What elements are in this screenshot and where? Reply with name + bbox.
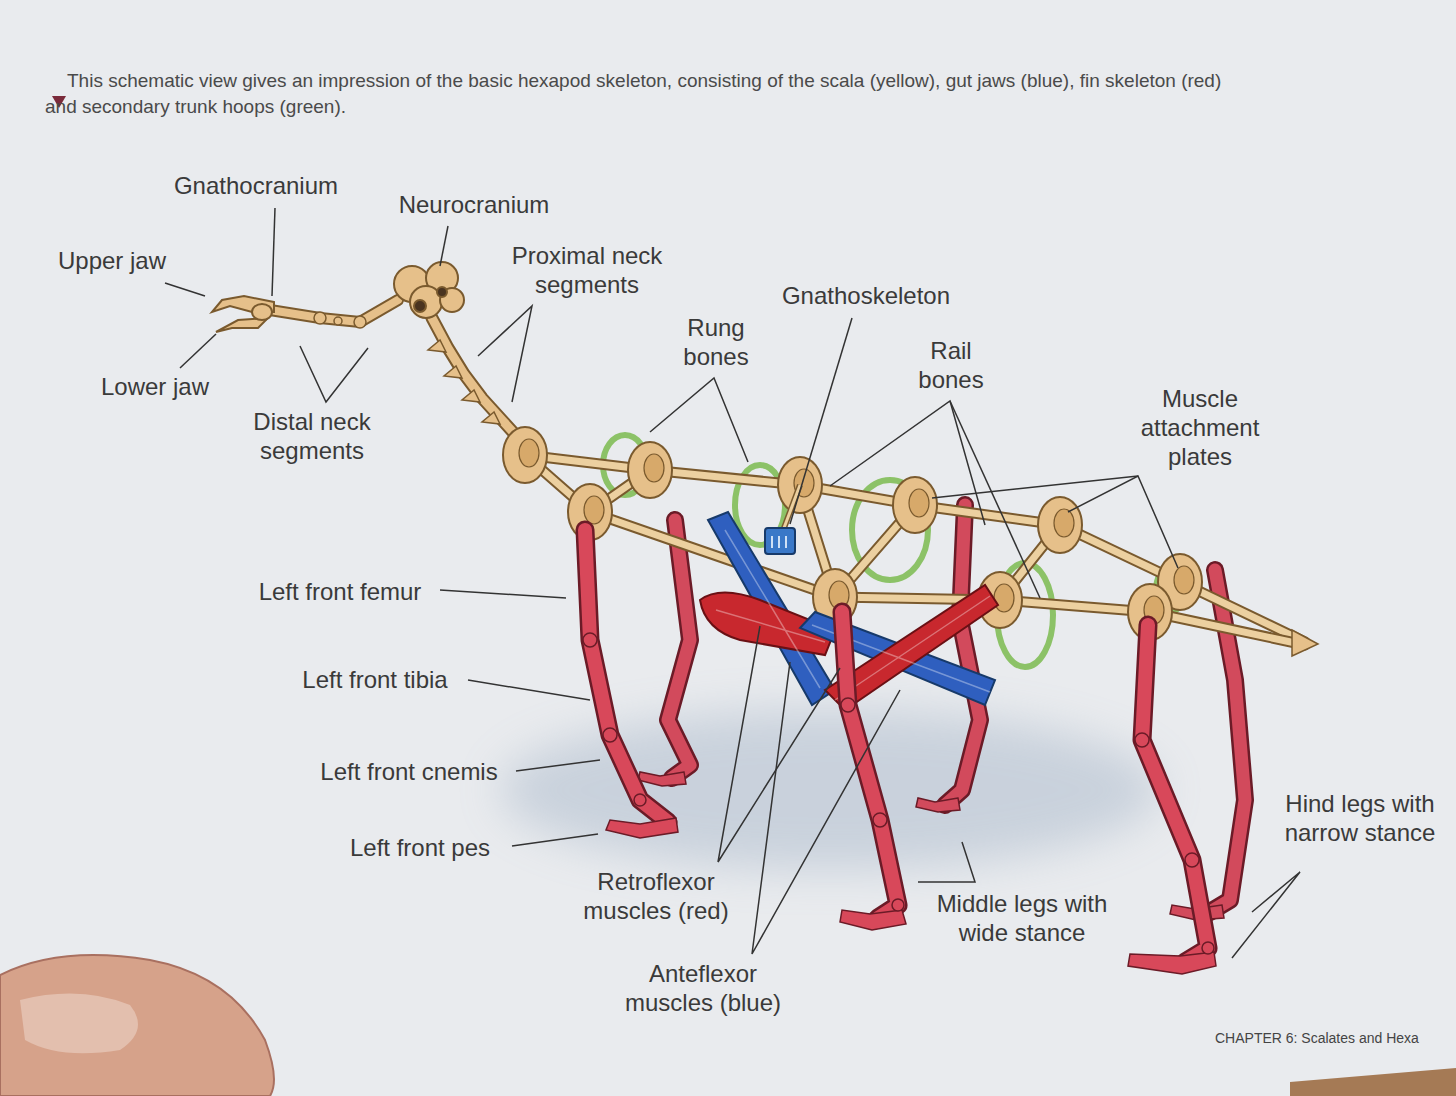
part-label: Lower jaw (101, 373, 209, 402)
part-label: Anteflexor muscles (blue) (611, 960, 796, 1018)
part-label: Middle legs with wide stance (929, 890, 1115, 948)
part-label: Left front tibia (302, 666, 447, 695)
caption-text: This schematic view gives an impression … (45, 68, 1245, 119)
part-label: Distal neck segments (232, 408, 392, 466)
neurocranium (394, 262, 464, 318)
gnathoskeleton (765, 485, 800, 554)
shadow (500, 710, 1160, 870)
tail-tip (1292, 630, 1318, 656)
part-label: Proximal neck segments (492, 242, 682, 300)
part-label: Left front cnemis (320, 758, 497, 787)
neck-spikes (314, 312, 500, 424)
part-label: Retroflexor muscles (red) (569, 868, 744, 926)
page-edge (1290, 1068, 1456, 1096)
part-label: Gnathoskeleton (782, 282, 950, 311)
part-label: Upper jaw (58, 247, 166, 276)
part-label: Neurocranium (399, 191, 550, 220)
scala-bones (270, 300, 1305, 645)
leader-lines (165, 208, 1300, 958)
part-label: Left front pes (350, 834, 490, 863)
plates (503, 427, 1202, 640)
part-label: Rail bones (906, 337, 996, 395)
thumbnail (20, 994, 138, 1054)
part-label: Hind legs with narrow stance (1280, 790, 1440, 848)
jaws (212, 296, 274, 332)
part-label: Muscle attachment plates (1130, 385, 1270, 471)
part-label: Rung bones (671, 314, 761, 372)
footer-text: CHAPTER 6: Scalates and Hexa (1215, 1030, 1419, 1047)
thumb (0, 955, 274, 1096)
part-label: Left front femur (259, 578, 422, 607)
part-label: Gnathocranium (174, 172, 338, 201)
